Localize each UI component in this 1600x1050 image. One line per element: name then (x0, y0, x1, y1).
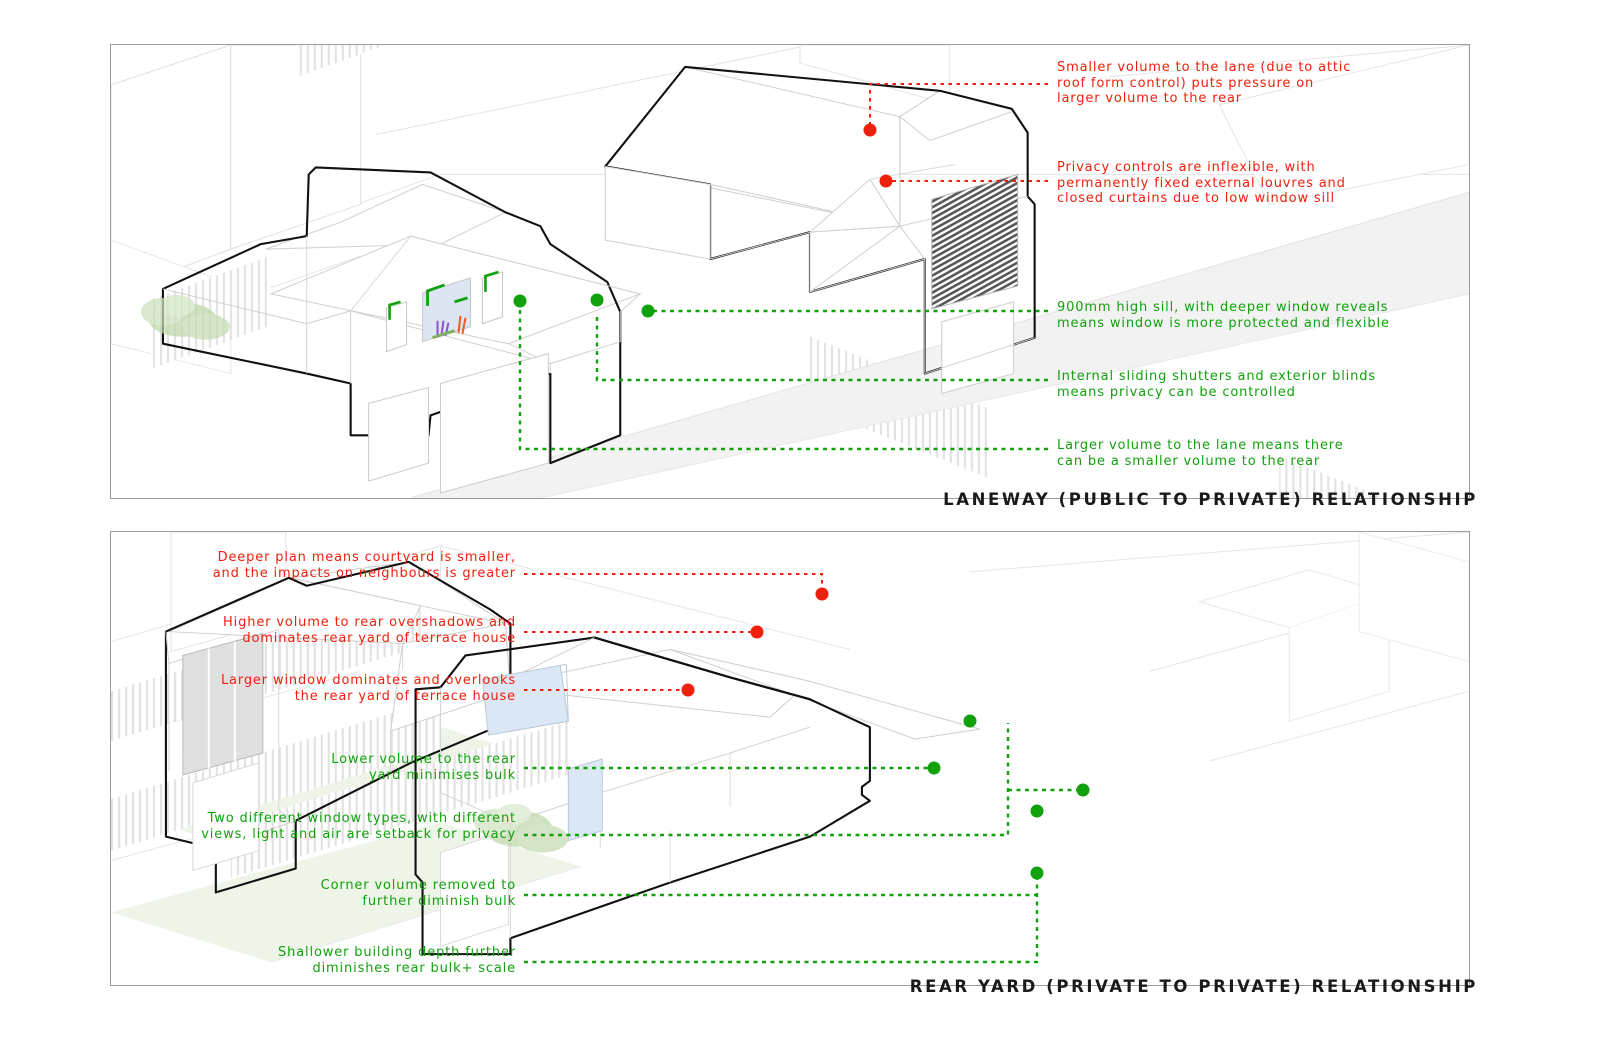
clerestory-window (481, 663, 569, 736)
window-planting (432, 315, 467, 340)
roof-planting (140, 294, 230, 340)
laneway-drawing (111, 45, 1469, 498)
panel-laneway (110, 44, 1470, 499)
panel-title-rearyard: REAR YARD (PRIVATE TO PRIVATE) RELATIONS… (909, 977, 1478, 996)
deeper-rear-volume (164, 560, 520, 894)
panel-title-laneway: LANEWAY (PUBLIC TO PRIVATE) RELATIONSHIP (943, 490, 1478, 509)
panel-rearyard (110, 531, 1470, 986)
rearyard-drawing (111, 532, 1469, 963)
vertical-window (567, 758, 603, 842)
upper-window-band (386, 270, 503, 353)
context-neighbours (170, 532, 1469, 722)
large-rear-window (182, 632, 264, 776)
fixed-louvre-panel (931, 173, 1019, 310)
shallow-low-volume (414, 636, 980, 956)
